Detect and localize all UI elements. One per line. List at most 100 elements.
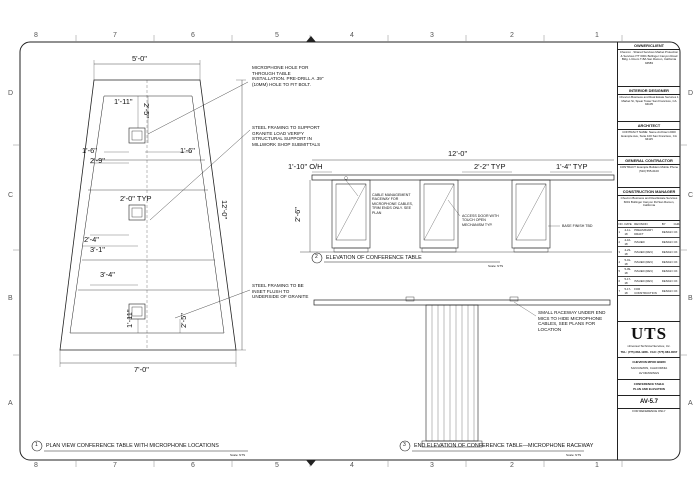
- grid-top-7: 7: [113, 32, 117, 39]
- grid-bottom-5: 5: [275, 462, 279, 469]
- grid-letter-d-right: D: [688, 90, 694, 97]
- tb-gc-heading: GENERAL CONTRACTOR: [618, 157, 680, 165]
- end-elev-caption-number: 3: [403, 442, 406, 448]
- plan-dim-d9: 1'-11": [125, 309, 134, 328]
- rev-cell: 5-17-18: [623, 285, 634, 297]
- rev-cell: DESIGN: [661, 256, 674, 267]
- rev-cell: ISSUED (REV): [633, 246, 662, 258]
- center-mark-bottom: [306, 460, 316, 466]
- rev-col-date: DATE: [623, 221, 634, 228]
- plan-dim-d6: 2'-4": [84, 235, 99, 244]
- elev-note-access: ACCESS DOOR WITH TOUCH OPEN MECHANISM TY…: [462, 214, 499, 227]
- rev-cell: 4-16-18: [623, 237, 634, 248]
- revision-header-row: NO. DATE REVISION BY CHK: [618, 221, 680, 228]
- rev-cell: DESIGN: [661, 227, 674, 238]
- rev-cell: ISSUED (REV): [633, 266, 662, 277]
- grid-top-5: 5: [275, 32, 279, 39]
- grid-bottom-7: 7: [113, 462, 117, 469]
- rev-cell: CK: [673, 227, 680, 238]
- rev-cell: 4-23-18: [623, 246, 634, 258]
- tb-owner-text: Chevron · Shared Services Market Protect…: [619, 50, 679, 65]
- grid-letter-c-right: C: [688, 192, 694, 199]
- rev-cell: 6: [618, 276, 624, 287]
- plan-caption: PLAN VIEW CONFERENCE TABLE WITH MICROPHO…: [46, 443, 219, 449]
- rev-cell: 4-11-18: [623, 227, 634, 238]
- grid-letter-d: D: [8, 90, 14, 97]
- rev-cell: CK: [673, 266, 680, 277]
- tb-architect-text: CONTRACT NAME: Name Architect 2000 Examp…: [621, 130, 677, 141]
- plan-dim-d5: 1'-6": [180, 146, 195, 155]
- project-line-3: AV DRAWINGS: [638, 371, 660, 375]
- uts-logo-sub: Universal Technical Services, Inc.: [627, 344, 671, 348]
- plan-caption-number: 1: [35, 442, 38, 448]
- granite-inset: [69, 95, 225, 334]
- tb-architect-heading: ARCHITECT: [618, 122, 680, 130]
- rev-cell: 2: [618, 237, 624, 248]
- grid-top-4: 4: [350, 32, 354, 39]
- grid-bottom-8: 8: [34, 462, 38, 469]
- plan-dim-top: 5'-0": [132, 54, 147, 63]
- tb-gc-text: CONTRACT: Example Builders Mobile Phone …: [619, 165, 679, 173]
- title-block: OWNER/CLIENT Chevron · Shared Services M…: [617, 42, 680, 460]
- tb-footer: FOR REFERENCE ONLY: [632, 408, 666, 413]
- rev-cell: FOR CONSTRUCTION: [633, 285, 662, 297]
- plan-dim-d8: 3'-4": [100, 270, 115, 279]
- tb-owner: OWNER/CLIENT Chevron · Shared Services M…: [618, 42, 680, 87]
- plan-dim-height: 12'-0": [220, 200, 229, 220]
- pedestal: [425, 304, 479, 442]
- rev-cell: 3: [618, 246, 624, 258]
- elev-dim-overall: 12'-0": [448, 149, 468, 158]
- rev-cell: 7: [618, 285, 624, 297]
- rev-cell: CK: [673, 246, 680, 258]
- grid-letter-b: B: [8, 295, 13, 302]
- grid-bottom-4: 4: [350, 462, 354, 469]
- rev-cell: 5-17-18: [623, 276, 634, 287]
- grid-letter-a: A: [8, 400, 13, 407]
- rev-cell: CK: [673, 237, 680, 248]
- plan-scale: Scale: NTS: [230, 453, 246, 457]
- rev-cell: CK: [673, 256, 680, 267]
- grid-bottom-2: 2: [510, 462, 514, 469]
- grid-bottom-3: 3: [430, 462, 434, 469]
- grid-bottom-1: 1: [595, 462, 599, 469]
- plan-dim-typ: 2'-0" TYP: [120, 194, 152, 203]
- tb-architect: ARCHITECT CONTRACT NAME: Name Architect …: [618, 122, 680, 157]
- elev-note-cable: CABLE MANAGEMENT RACEWAY FOR MICROPHONE …: [372, 193, 413, 215]
- plan-dim-d3: 1'-6": [82, 146, 97, 155]
- grid-top-3: 3: [430, 32, 434, 39]
- tb-cm-text: Chevron Business and Real Estate Service…: [620, 196, 678, 207]
- rev-col-no: NO.: [618, 221, 624, 228]
- plan-view: [59, 60, 251, 367]
- grid-letter-a-right: A: [688, 400, 693, 407]
- rev-cell: DESIGN: [661, 237, 674, 248]
- tabletop: [311, 174, 615, 181]
- plan-dim-bottom: 7'-0": [134, 365, 149, 374]
- caption-circle-2: [311, 252, 323, 264]
- rev-cell: DESIGN: [661, 246, 674, 258]
- rev-cell: 4: [618, 256, 624, 267]
- elev-scale: Scale: NTS: [488, 264, 504, 268]
- drawing-title-2: PLAN AND ELEVATION: [633, 387, 665, 391]
- rev-cell: 5: [618, 266, 624, 277]
- rev-cell: 1: [618, 227, 624, 238]
- caption-circle-1: [31, 440, 43, 452]
- grid-letter-c: C: [8, 192, 14, 199]
- plan-dim-d4: 2'-9": [90, 156, 105, 165]
- tb-cm-heading: CONSTRUCTION MANAGER: [618, 188, 680, 196]
- elev-dim-typ: 2'-2" TYP: [474, 162, 506, 171]
- tb-cm: CONSTRUCTION MANAGER Chevron Business an…: [618, 188, 680, 221]
- rev-col-chk: CHK: [673, 221, 680, 228]
- tb-designer-heading: INTERIOR DESIGNER: [618, 87, 680, 95]
- plan-dim-d10: 2'-5": [179, 313, 188, 328]
- elev-caption: ELEVATION OF CONFERENCE TABLE: [326, 255, 422, 261]
- end-elevation-view: [313, 296, 611, 448]
